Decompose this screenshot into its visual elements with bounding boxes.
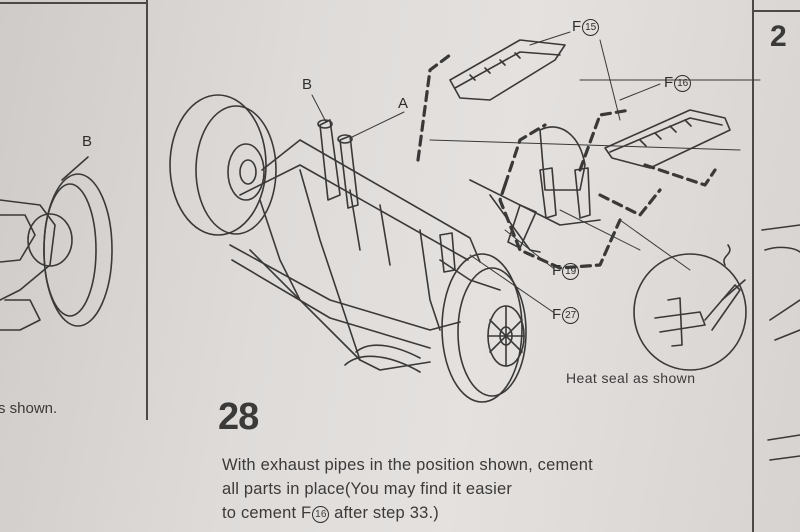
front-wheel bbox=[169, 94, 277, 236]
heat-seal-caption: Heat seal as shown bbox=[566, 370, 696, 386]
left-panel-top-border bbox=[0, 2, 148, 4]
callout-f27-number: 27 bbox=[562, 307, 580, 324]
callout-f15-number: 15 bbox=[582, 19, 600, 36]
callout-f19-letter: F bbox=[552, 262, 562, 279]
callout-f16-number: 16 bbox=[674, 75, 692, 92]
frame-rails bbox=[229, 139, 481, 373]
callout-f27-letter: F bbox=[552, 306, 562, 323]
instruction-line-3-text: to cement F bbox=[222, 504, 312, 522]
instruction-part-ref: 16 bbox=[312, 506, 330, 523]
right-panel-partial bbox=[761, 224, 800, 461]
left-panel-border bbox=[146, 0, 148, 420]
next-step-number-partial: 2 bbox=[770, 20, 787, 53]
step-number: 28 bbox=[218, 396, 259, 438]
callout-f19-number: 19 bbox=[562, 263, 580, 280]
step-instruction: With exhaust pipes in the position shown… bbox=[222, 453, 762, 525]
part-f15-plate bbox=[449, 39, 566, 101]
callout-f16-letter: F bbox=[664, 74, 674, 91]
part-f16-plate bbox=[604, 109, 731, 169]
left-panel-wheel bbox=[0, 156, 113, 331]
front-springs bbox=[317, 119, 359, 209]
right-panel-border bbox=[752, 0, 754, 532]
rear-wheel bbox=[441, 253, 527, 403]
callout-b: B bbox=[302, 76, 313, 93]
instruction-line-2: all parts in place(You may find it easie… bbox=[222, 480, 513, 498]
heat-seal-detail bbox=[633, 244, 747, 371]
instruction-line-3-end: after step 33.) bbox=[334, 504, 439, 522]
leader-lines bbox=[311, 31, 761, 313]
right-panel-top-border bbox=[752, 10, 800, 12]
exhaust-pipes bbox=[416, 53, 717, 270]
callout-b-left: B bbox=[82, 133, 93, 150]
callout-f15-letter: F bbox=[572, 18, 582, 35]
instruction-line-1: With exhaust pipes in the position shown… bbox=[222, 456, 593, 474]
callout-a: A bbox=[398, 95, 409, 112]
left-panel-caption: s shown. bbox=[0, 400, 58, 417]
